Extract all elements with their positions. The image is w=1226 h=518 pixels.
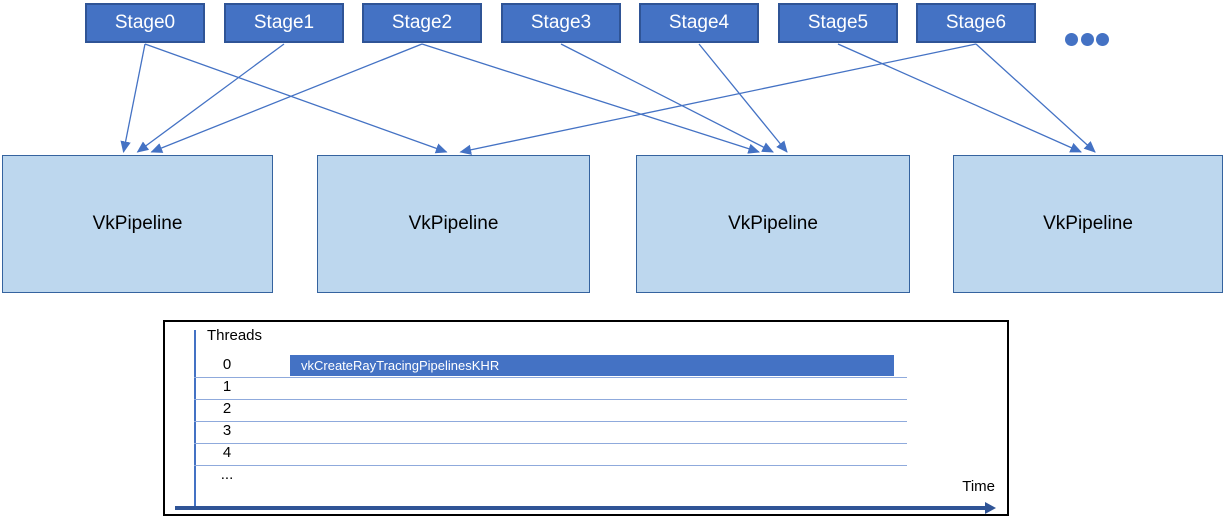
ellipsis-dot (1096, 33, 1109, 46)
connector-stage2-pipeline0 (150, 43, 423, 153)
pipeline-label: VkPipeline (408, 213, 499, 234)
pipeline-label: VkPipeline (92, 213, 183, 234)
threads-axis-title: Threads (207, 327, 263, 344)
pipeline-label: VkPipeline (1043, 213, 1133, 234)
connector-stage5-pipeline3 (837, 43, 1082, 153)
pipeline-box-2: VkPipeline (636, 155, 910, 293)
stage-box-2: Stage2 (362, 3, 482, 43)
row-separator-line (194, 377, 907, 379)
gantt-bar-label: vkCreateRayTracingPipelinesKHR (301, 358, 500, 373)
stage-box-5: Stage5 (778, 3, 898, 43)
time-axis-label: Time (962, 478, 995, 495)
pipeline-box-1: VkPipeline (317, 155, 590, 293)
pipeline-label: VkPipeline (728, 213, 818, 234)
gantt-bar: vkCreateRayTracingPipelinesKHR (290, 355, 894, 376)
connector-stage1-pipeline0 (136, 43, 285, 153)
connector-stage6-pipeline1 (459, 43, 977, 155)
stage-label: Stage1 (253, 12, 315, 33)
stage-box-0: Stage0 (85, 3, 205, 43)
thread-row-label-2: 2 (222, 400, 232, 417)
pipeline-box-0: VkPipeline (2, 155, 273, 293)
stage-label: Stage3 (530, 12, 592, 33)
connector-stage2-pipeline2 (421, 43, 760, 154)
thread-row-label-4: 4 (222, 444, 232, 461)
stage-box-3: Stage3 (501, 3, 621, 43)
threads-axis-line (194, 330, 196, 506)
time-axis-arrow (175, 506, 987, 510)
ellipsis-dot (1080, 33, 1094, 46)
time-axis-arrowhead-icon (985, 502, 996, 514)
stage-box-6: Stage6 (916, 3, 1036, 43)
row-separator-line (194, 465, 907, 467)
thread-row-label-...: ... (220, 466, 234, 483)
connector-stage6-pipeline3 (975, 43, 1096, 153)
connector-stage3-pipeline2 (560, 43, 774, 153)
stage-label: Stage0 (114, 12, 176, 33)
stage-box-4: Stage4 (639, 3, 759, 43)
thread-row-label-1: 1 (222, 378, 232, 395)
stage-label: Stage6 (945, 12, 1007, 33)
ellipsis-dot (1065, 33, 1078, 46)
connector-stage0-pipeline0 (120, 43, 146, 154)
thread-row-label-0: 0 (222, 356, 232, 373)
row-separator-line (194, 421, 907, 423)
connector-stage4-pipeline2 (698, 43, 788, 153)
stage-label: Stage2 (391, 12, 453, 33)
pipeline-box-3: VkPipeline (953, 155, 1223, 293)
row-separator-line (194, 443, 907, 445)
connector-stage0-pipeline1 (144, 43, 448, 154)
row-separator-line (194, 399, 907, 401)
stage-box-1: Stage1 (224, 3, 344, 43)
timeline-chart: Threads 0 1 2 3 4... vkCreateRayTracingPipel… (163, 320, 1009, 516)
thread-row-label-3: 3 (222, 422, 232, 439)
stage-label: Stage4 (668, 12, 730, 33)
stage-label: Stage5 (807, 12, 869, 33)
